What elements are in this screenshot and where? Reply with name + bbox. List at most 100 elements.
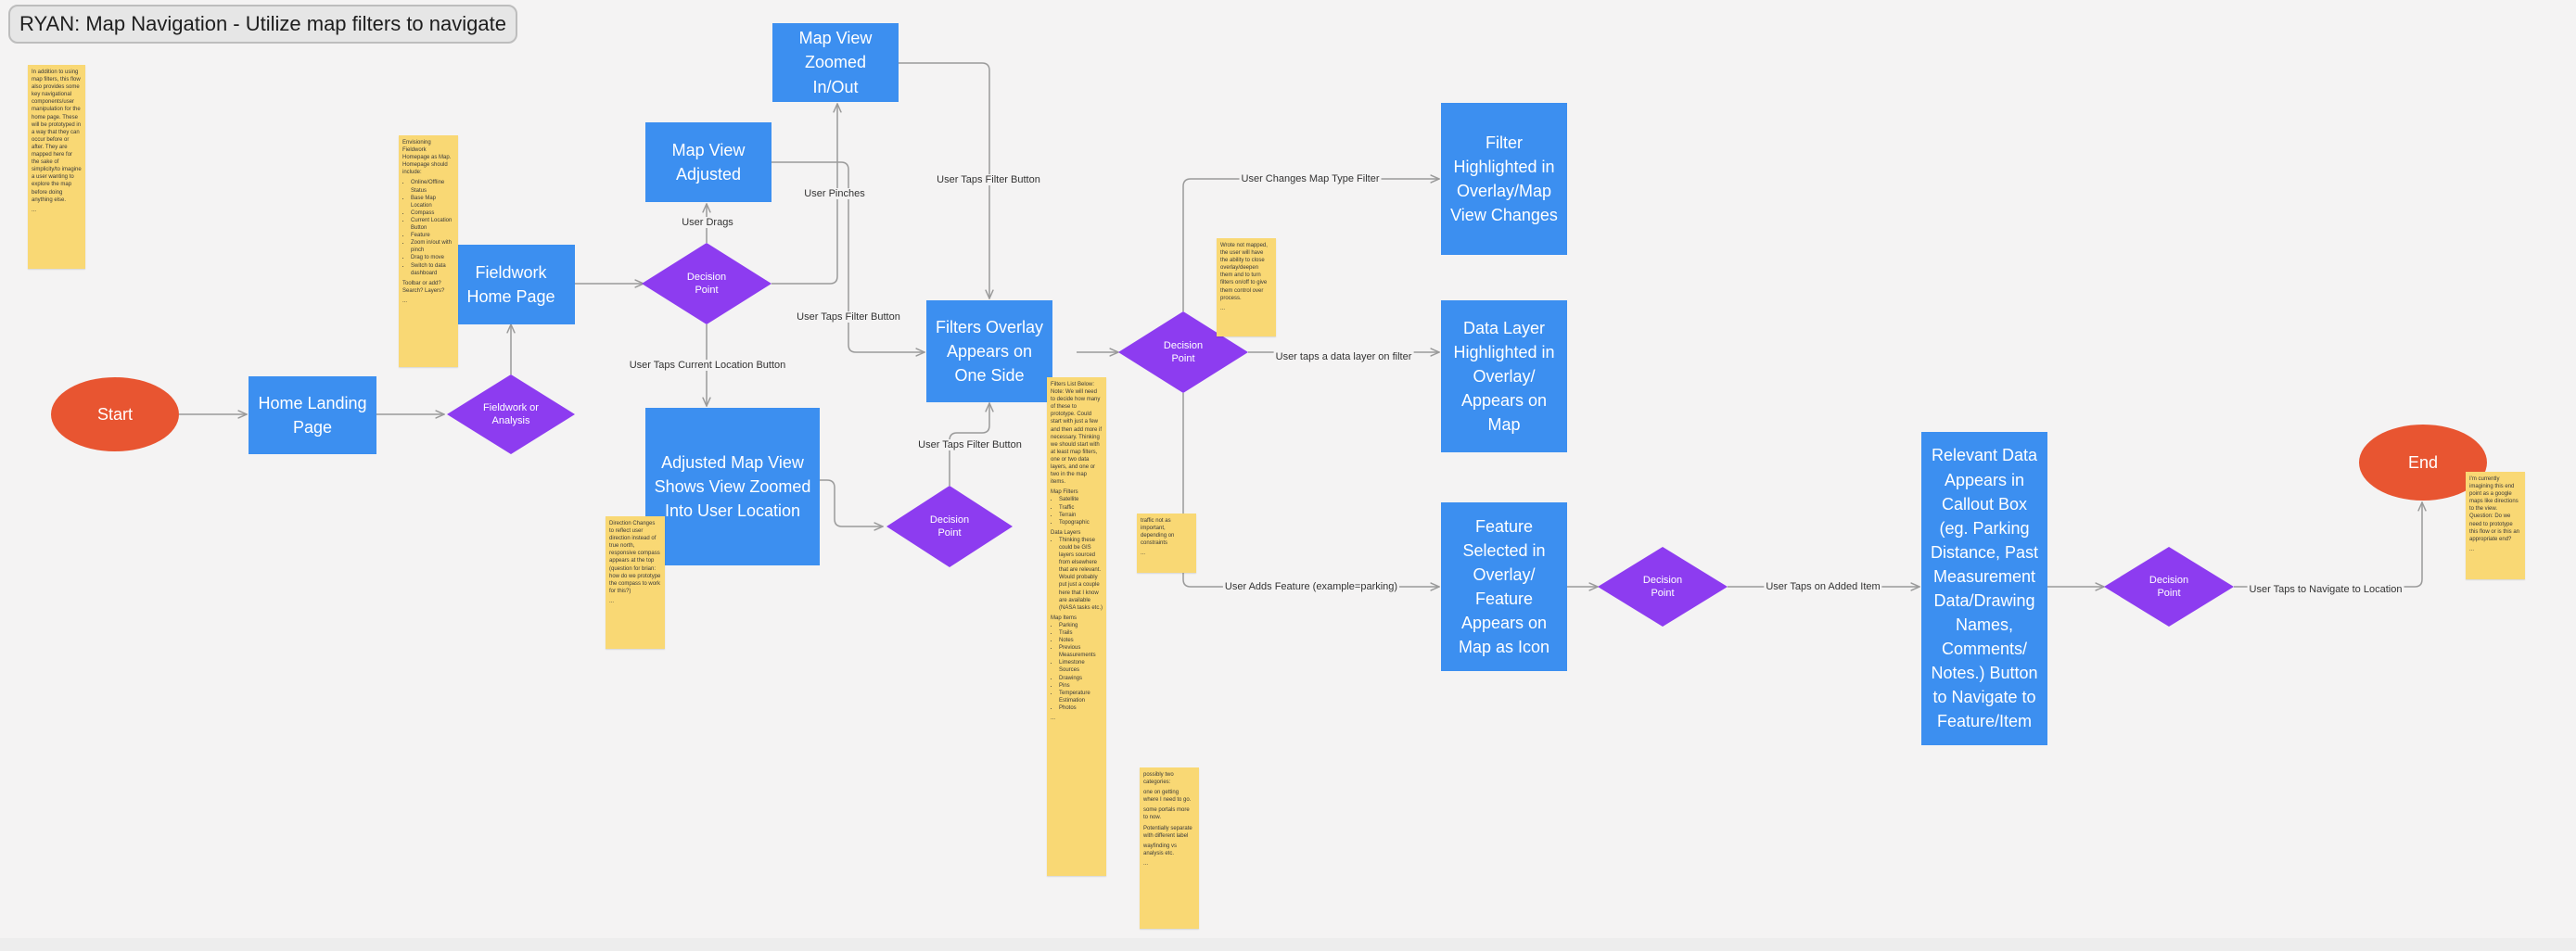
edge-decision1-zoomed	[772, 104, 837, 285]
edge-label-user-drags: User Drags	[680, 217, 735, 228]
edge-label-user-taps-added-item: User Taps on Added Item	[1764, 581, 1882, 592]
sticky-end-text: I'm currently imagining this end point a…	[2469, 476, 2520, 542]
sticky-map-filters-list: Satellite Traffic Terrain Topographic	[1051, 496, 1103, 526]
edge-decision2-filters	[949, 403, 989, 486]
feature-selected-node[interactable]: Feature Selected in Overlay/ Feature App…	[1441, 502, 1567, 671]
diamond-decision-4	[1598, 547, 1728, 627]
adjusted-map-view-node[interactable]: Adjusted Map View Shows View Zoomed Into…	[645, 408, 820, 565]
sticky-map-items-list: Parking Trails Notes Previous Measuremen…	[1051, 622, 1103, 712]
list-item: Previous Measurements	[1059, 644, 1103, 659]
sticky-note-traffic: traffic not as important, depending on c…	[1137, 514, 1196, 573]
list-item: Photos	[1059, 704, 1103, 712]
edge-label-user-taps-navigate: User Taps to Navigate to Location	[2247, 584, 2404, 595]
diamond-decision-1	[642, 243, 772, 324]
sticky-note-filters-list: Filters List Below: Note: We will need t…	[1047, 377, 1106, 876]
edge-label-user-taps-filter-top: User Taps Filter Button	[935, 174, 1042, 185]
filters-overlay-node[interactable]: Filters Overlay Appears on One Side	[926, 300, 1052, 402]
list-item: Switch to data dashboard	[411, 262, 454, 277]
sticky-intro-more: ...	[32, 207, 37, 213]
sticky-categories-line-2: one on getting where I need to go.	[1143, 790, 1192, 804]
diamond-decision-5	[2104, 547, 2234, 627]
sticky-note-direction: Direction Changes to reflect user direct…	[606, 516, 665, 649]
sticky-data-layers-list: Thinking these could be GIS layers sourc…	[1051, 537, 1103, 612]
edge-label-user-pinches: User Pinches	[802, 188, 867, 199]
sticky-note-map-type: Wrote not mapped, the user will have the…	[1217, 238, 1276, 336]
edge-decision3-feature	[1182, 393, 1439, 587]
list-item: Online/Offline Status	[411, 179, 454, 194]
relevant-data-node[interactable]: Relevant Data Appears in Callout Box (eg…	[1921, 432, 2047, 745]
board-title: RYAN: Map Navigation - Utilize map filte…	[8, 5, 517, 44]
list-item: Notes	[1059, 637, 1103, 644]
list-item: Satellite	[1059, 496, 1103, 503]
edge-location-decision2	[820, 479, 883, 526]
sticky-categories-line-5: wayfinding vs analysis etc.	[1143, 843, 1178, 856]
map-view-zoomed-node[interactable]: Map View Zoomed In/Out	[772, 23, 899, 102]
sticky-traffic-text: traffic not as important, depending on c…	[1141, 518, 1175, 547]
list-item: Limestone Sources	[1059, 659, 1103, 674]
decision-point-3-label[interactable]: Decision Point	[1163, 339, 1204, 364]
list-item: Pins	[1059, 682, 1103, 690]
list-item: Zoom in/out with pinch	[411, 239, 454, 254]
sticky-categories-line-3: some portals more to now.	[1143, 807, 1190, 821]
sticky-map-items-title: Map Items	[1051, 615, 1078, 621]
sticky-intro-text: In addition to using map filters, this f…	[32, 70, 82, 203]
edge-label-user-adds-feature: User Adds Feature (example=parking)	[1222, 581, 1400, 592]
diamond-decision-3	[1118, 311, 1248, 393]
sticky-note-end: I'm currently imagining this end point a…	[2466, 472, 2525, 579]
list-item: Feature	[411, 232, 454, 239]
sticky-map-type-text: Wrote not mapped, the user will have the…	[1220, 243, 1268, 301]
list-item: Topographic	[1059, 519, 1103, 526]
list-item: Thinking these could be GIS layers sourc…	[1059, 537, 1103, 612]
data-layer-highlighted-node[interactable]: Data Layer Highlighted in Overlay/ Appea…	[1441, 300, 1567, 452]
sticky-categories-line-4: Potentially separate with different labe…	[1143, 825, 1192, 839]
sticky-homepage-after: Toolbar or add? Search? Layers?	[402, 280, 445, 294]
list-item: Parking	[1059, 622, 1103, 629]
list-item: Temperature Estimation	[1059, 690, 1103, 704]
sticky-traffic-more: ...	[1141, 551, 1146, 557]
diamond-fieldwork-or-analysis	[447, 374, 575, 454]
sticky-map-type-more: ...	[1220, 305, 1226, 311]
sticky-map-filters-title: Map Filters	[1051, 489, 1078, 496]
sticky-categories-line-1: possibly two categories:	[1143, 772, 1174, 786]
decision-point-2-label[interactable]: Decision Point	[929, 514, 970, 539]
sticky-homepage-more: ...	[402, 298, 408, 304]
sticky-filters-more: ...	[1051, 716, 1056, 722]
start-node[interactable]: Start	[51, 377, 179, 451]
list-item: Trails	[1059, 629, 1103, 637]
sticky-end-more: ...	[2469, 546, 2475, 552]
filter-highlighted-node[interactable]: Filter Highlighted in Overlay/Map View C…	[1441, 103, 1567, 255]
decision-point-4-label[interactable]: Decision Point	[1642, 574, 1683, 599]
decision-point-1-label[interactable]: Decision Point	[686, 271, 727, 296]
sticky-direction-text: Direction Changes to reflect user direct…	[609, 521, 661, 594]
decision-point-5-label[interactable]: Decision Point	[2149, 574, 2189, 599]
edge-decision3-filter	[1182, 179, 1439, 311]
sticky-note-intro: In addition to using map filters, this f…	[28, 65, 85, 269]
fieldwork-home-page-node[interactable]: Fieldwork Home Page	[447, 245, 575, 324]
sticky-filters-intro: Filters List Below: Note: We will need t…	[1051, 382, 1103, 486]
sticky-categories-more: ...	[1143, 860, 1149, 867]
list-item: Traffic	[1059, 504, 1103, 512]
sticky-homepage-intro: Envisioning Fieldwork Homepage as Map. H…	[402, 140, 452, 176]
sticky-direction-more: ...	[609, 598, 615, 604]
list-item: Compass	[411, 209, 454, 217]
edge-decision5-end	[2234, 502, 2422, 588]
sticky-data-layers-title: Data Layers	[1051, 529, 1081, 536]
fieldwork-or-analysis-label[interactable]: Fieldwork or Analysis	[483, 401, 539, 426]
edge-label-user-taps-data-layer: User taps a data layer on filter	[1273, 351, 1414, 362]
home-landing-page-node[interactable]: Home Landing Page	[249, 376, 376, 454]
edge-label-user-changes-map-type: User Changes Map Type Filter	[1239, 173, 1382, 184]
sticky-note-categories: possibly two categories: one on getting …	[1140, 767, 1199, 929]
list-item: Current Location Button	[411, 217, 454, 232]
list-item: Terrain	[1059, 512, 1103, 519]
sticky-homepage-list: Online/Offline Status Base Map Location …	[402, 179, 454, 276]
list-item: Drag to move	[411, 254, 454, 261]
sticky-note-homepage: Envisioning Fieldwork Homepage as Map. H…	[399, 135, 458, 367]
edge-adjusted-filters	[772, 161, 925, 352]
edge-zoomed-filters	[899, 62, 989, 298]
edge-label-user-taps-filter-bottom: User Taps Filter Button	[916, 439, 1024, 450]
edge-label-user-taps-current-location: User Taps Current Location Button	[627, 360, 788, 371]
diamond-decision-2	[886, 486, 1013, 567]
list-item: Drawings	[1059, 675, 1103, 682]
map-view-adjusted-node[interactable]: Map View Adjusted	[645, 122, 772, 202]
